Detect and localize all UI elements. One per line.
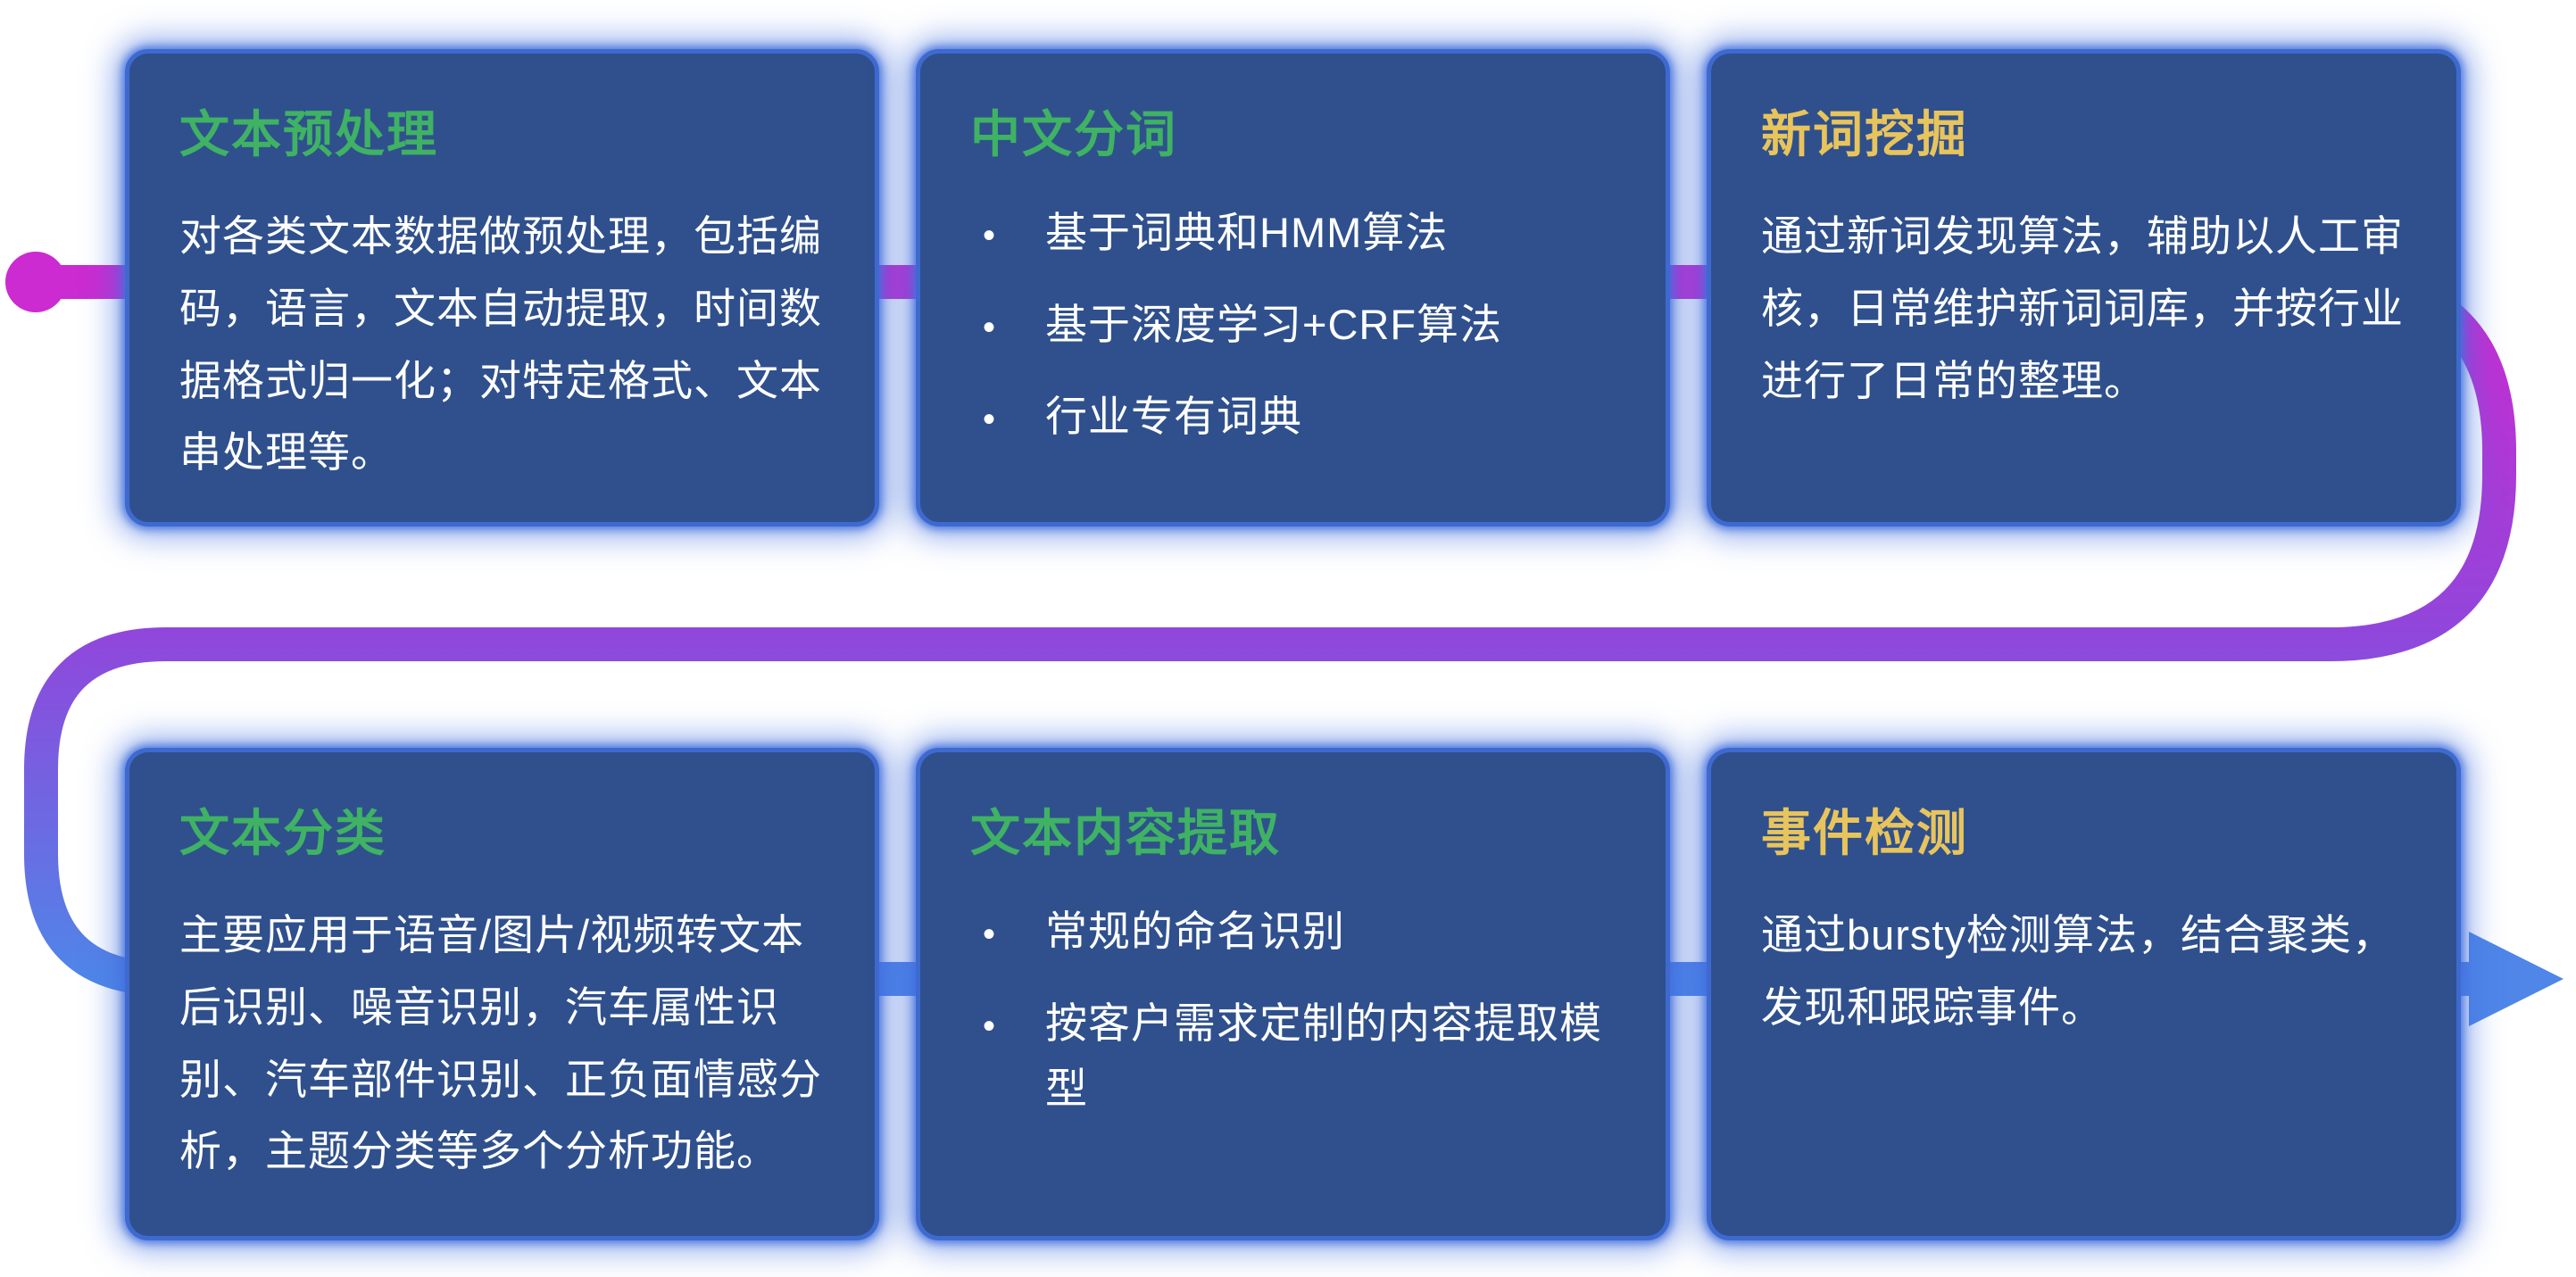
bullet-text: 行业专有词典 (1045, 392, 1302, 440)
bullet-icon: • (983, 216, 997, 255)
flow-start-dot-icon (5, 252, 66, 312)
bullet-icon: • (983, 399, 997, 439)
card-new-word-mining: 新词挖掘 通过新词发现算法，辅助以人工审核，日常维护新词词库，并按行业进行了日常… (1707, 49, 2461, 527)
bullet-icon: • (983, 1006, 997, 1046)
card-title: 文本预处理 (179, 106, 438, 162)
bullet-text: 按客户需求定制的内容提取模型 (1045, 999, 1602, 1112)
bullet-icon: • (983, 915, 997, 954)
card-title: 中文分词 (970, 106, 1177, 162)
card-bullet-list: • 基于词典和HMM算法 • 基于深度学习+CRF算法 • 行业专有词典 (970, 201, 1616, 450)
card-chinese-word-segmentation: 中文分词 • 基于词典和HMM算法 • 基于深度学习+CRF算法 • 行业专有词… (916, 49, 1670, 527)
bullet-item: • 行业专有词典 (970, 385, 1616, 450)
card-title: 文本内容提取 (970, 805, 1281, 861)
card-body: 通过新词发现算法，辅助以人工审核，日常维护新词词库，并按行业进行了日常的整理。 (1761, 212, 2404, 404)
card-body: 主要应用于语音/图片/视频转文本后识别、噪音识别，汽车属性识别、汽车部件识别、正… (179, 911, 822, 1175)
card-title: 新词挖掘 (1761, 106, 1968, 162)
card-text-classification: 文本分类 主要应用于语音/图片/视频转文本后识别、噪音识别，汽车属性识别、汽车部… (125, 748, 879, 1240)
bullet-item: • 按客户需求定制的内容提取模型 (970, 991, 1616, 1122)
bullet-text: 基于词典和HMM算法 (1045, 209, 1449, 256)
card-text-content-extraction: 文本内容提取 • 常规的命名识别 • 按客户需求定制的内容提取模型 (916, 748, 1670, 1240)
card-bullet-list: • 常规的命名识别 • 按客户需求定制的内容提取模型 (970, 900, 1616, 1122)
bullet-item: • 基于深度学习+CRF算法 (970, 293, 1616, 358)
card-text-preprocessing: 文本预处理 对各类文本数据做预处理，包括编码，语言，文本自动提取，时间数据格式归… (125, 49, 879, 527)
bullet-text: 常规的命名识别 (1045, 908, 1345, 955)
bullet-icon: • (983, 307, 997, 347)
bullet-item: • 基于词典和HMM算法 (970, 201, 1616, 266)
card-body: 通过bursty检测算法，结合聚类，发现和跟踪事件。 (1761, 911, 2395, 1031)
bullet-item: • 常规的命名识别 (970, 900, 1616, 965)
flow-path (24, 265, 2516, 996)
card-event-detection: 事件检测 通过bursty检测算法，结合聚类，发现和跟踪事件。 (1707, 748, 2461, 1240)
flow-end-arrow-icon (2469, 932, 2564, 1026)
card-body: 对各类文本数据做预处理，包括编码，语言，文本自动提取，时间数据格式归一化；对特定… (179, 212, 822, 477)
bullet-text: 基于深度学习+CRF算法 (1045, 300, 1503, 348)
card-title: 文本分类 (179, 805, 386, 861)
card-title: 事件检测 (1761, 805, 1968, 861)
